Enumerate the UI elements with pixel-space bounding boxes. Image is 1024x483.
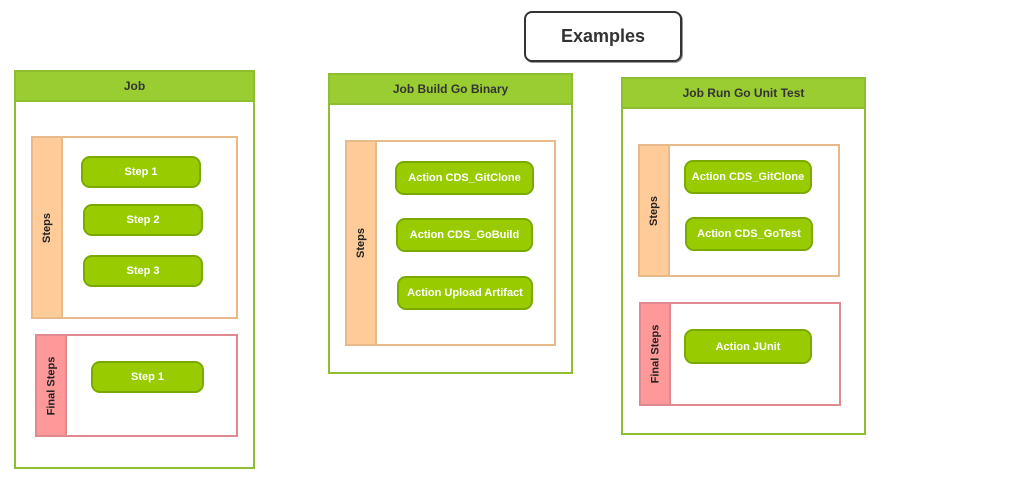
steps-lane-tab: Steps: [347, 142, 377, 344]
final-step-node: Step 1: [91, 361, 204, 393]
action-node: Action CDS_GitClone: [684, 160, 812, 194]
job-header: Job Run Go Unit Test: [623, 79, 864, 109]
steps-lane: Steps: [31, 136, 238, 319]
examples-title: Examples: [524, 11, 682, 62]
action-node: Action CDS_GitClone: [395, 161, 534, 195]
final-steps-lane-tab: Final Steps: [37, 336, 67, 435]
step-node: Step 3: [83, 255, 203, 287]
action-node: Action CDS_GoBuild: [396, 218, 533, 252]
steps-lane-label: Steps: [41, 212, 53, 243]
final-steps-lane-tab: Final Steps: [641, 304, 671, 404]
final-action-node: Action JUnit: [684, 329, 812, 364]
step-node: Step 1: [81, 156, 201, 188]
action-node: Action CDS_GoTest: [685, 217, 813, 251]
steps-lane-tab: Steps: [33, 138, 63, 317]
job-header: Job: [16, 72, 253, 102]
steps-lane-tab: Steps: [640, 146, 670, 275]
steps-lane-label: Steps: [355, 228, 367, 258]
action-node: Action Upload Artifact: [397, 276, 533, 310]
final-steps-lane-label: Final Steps: [45, 356, 57, 415]
steps-lane-label: Steps: [648, 195, 660, 226]
step-node: Step 2: [83, 204, 203, 236]
final-steps-lane-label: Final Steps: [649, 324, 661, 384]
job-header: Job Build Go Binary: [330, 75, 571, 105]
final-steps-lane: Final Steps: [35, 334, 238, 437]
